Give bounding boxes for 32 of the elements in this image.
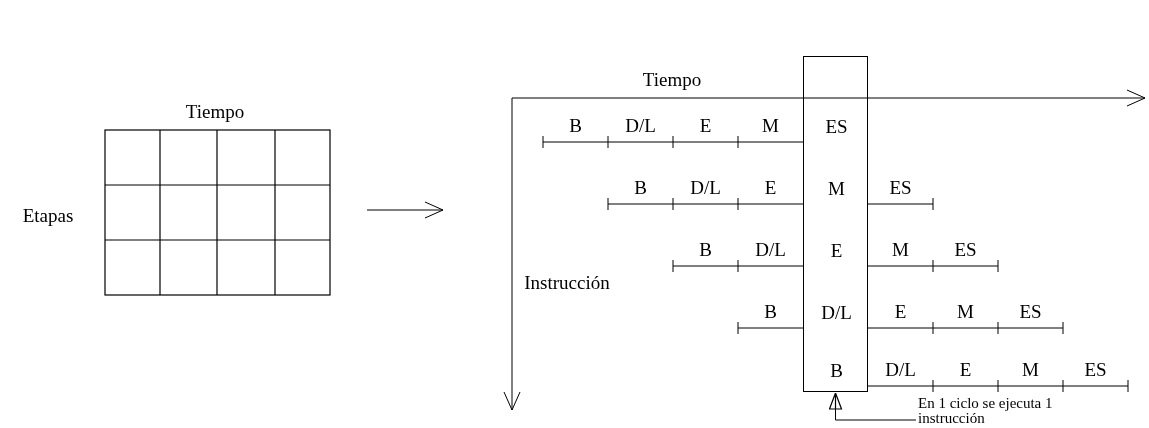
axis-label: Instrucción [524, 272, 610, 294]
stage-label: B [764, 301, 777, 323]
stage-label: E [894, 301, 907, 323]
stage-label: M [828, 178, 845, 200]
stage-label: E [699, 115, 712, 137]
note-text: En 1 ciclo se ejecuta 1 instrucción [918, 396, 1054, 426]
stage-label: M [892, 239, 909, 261]
stage-label: M [1022, 359, 1039, 381]
stage-label: B [699, 239, 712, 261]
stage-label: B [830, 360, 843, 382]
stage-label: D/L [755, 239, 786, 261]
stage-label: ES [825, 116, 848, 138]
stage-label: E [959, 359, 972, 381]
stage-label: B [634, 177, 647, 199]
stage-label: D/L [625, 115, 656, 137]
stage-label: M [762, 115, 779, 137]
cycle-column-box [803, 56, 868, 392]
stage-label: B [569, 115, 582, 137]
stage-label: ES [1019, 301, 1042, 323]
stage-label: D/L [690, 177, 721, 199]
stage-label: D/L [821, 302, 852, 324]
stage-label: D/L [885, 359, 916, 381]
stage-label: M [957, 301, 974, 323]
axis-label: Tiempo [185, 101, 245, 123]
stage-label: ES [889, 177, 912, 199]
stage-label: ES [954, 239, 977, 261]
leader-line [828, 392, 917, 421]
axis-label: Tiempo [642, 69, 702, 91]
stage-label: ES [1084, 359, 1107, 381]
stage-label: E [764, 177, 777, 199]
axis-label: Etapas [22, 205, 74, 227]
stage-label: E [830, 240, 843, 262]
